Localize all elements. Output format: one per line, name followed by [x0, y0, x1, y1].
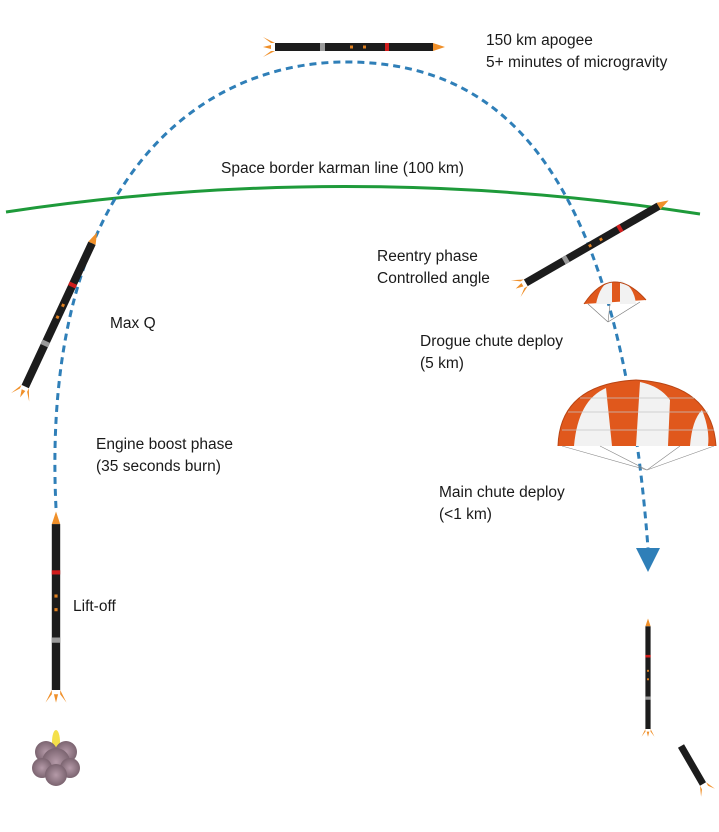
reentry-label-line1: Reentry phase	[377, 248, 478, 265]
karman-label: Space border karman line (100 km)	[221, 160, 464, 177]
liftoff-smoke	[32, 730, 80, 786]
trajectory-arrowhead	[636, 548, 660, 572]
drogue-chute	[583, 280, 647, 323]
apogee-label: 150 km apogee 5+ minutes of microgravity	[486, 30, 667, 74]
karman-line	[5, 184, 701, 216]
reentry-label: Reentry phase Controlled angle	[377, 246, 490, 290]
main-chute-label: Main chute deploy (<1 km)	[439, 482, 565, 526]
main-chute-label-line2: (<1 km)	[439, 506, 492, 523]
drogue-label-line2: (5 km)	[420, 355, 464, 372]
rocket-apogee	[263, 37, 445, 57]
apogee-label-line2: 5+ minutes of microgravity	[486, 54, 668, 71]
rocket-reentry	[510, 191, 674, 298]
separated-stage	[677, 744, 715, 797]
rocket-landed	[641, 618, 655, 737]
maxq-label: Max Q	[110, 315, 156, 332]
reentry-label-line2: Controlled angle	[377, 270, 490, 287]
drogue-label-line1: Drogue chute deploy	[420, 333, 564, 350]
drogue-label: Drogue chute deploy (5 km)	[420, 331, 563, 375]
apogee-label-line1: 150 km apogee	[486, 32, 593, 49]
rocket-liftoff	[45, 511, 67, 703]
main-chute-label-line1: Main chute deploy	[439, 484, 565, 501]
boost-label-line2: (35 seconds burn)	[96, 458, 221, 475]
main-chute	[557, 379, 717, 471]
boost-label: Engine boost phase (35 seconds burn)	[96, 434, 233, 478]
boost-label-line1: Engine boost phase	[96, 436, 234, 453]
liftoff-label: Lift-off	[73, 598, 116, 615]
